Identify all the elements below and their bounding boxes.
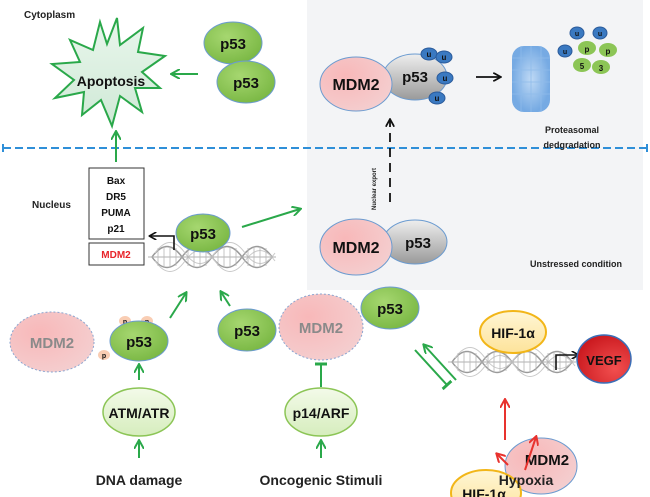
p53-nuclear-gray-label: p53: [405, 235, 431, 252]
ubiquitin-2: [435, 50, 453, 64]
inhibition-p53-to-hif: [414, 349, 453, 391]
mdm2-cytoplasm-label: MDM2: [332, 77, 379, 94]
arrow-p53p-to-dna: [169, 293, 186, 319]
fragment-ubiquitin-2-label: u: [598, 31, 602, 38]
nuclear-mdm2-p53-complex: p53 MDM2: [319, 218, 448, 276]
arrow-hypoxia-to-hif: [497, 454, 509, 466]
nuclear-export-label: Nuclear export: [372, 168, 378, 210]
atm-atr-kinase: [102, 387, 176, 437]
fragment-peptide-2-label: p: [606, 47, 611, 56]
p53-ubiquitinated-label: p53: [402, 69, 428, 86]
dna-damage-branch: MDM2 p p p p53 ATM/ATR DNA damage: [9, 293, 186, 488]
mdm2-hypoxia-label: MDM2: [525, 452, 569, 469]
degradation-fragments: u u u p p 5 3: [557, 26, 617, 74]
phospho-3-label: p: [102, 353, 106, 360]
ubiquitin-4-label: u: [435, 94, 440, 103]
transcription-arrow-hif: [555, 355, 578, 370]
hypoxia-label: Hypoxia: [499, 472, 554, 488]
p53-free-label: p53: [234, 323, 260, 340]
p53-dna-bound: [175, 213, 231, 253]
vegf-node: [576, 334, 632, 384]
target-gene-puma: PUMA: [101, 208, 130, 219]
mdm2-gene-box: MDM2: [88, 242, 145, 266]
ubiquitin-2-label: u: [442, 53, 447, 62]
oncogenic-branch: p53 MDM2 p14/ARF Oncogenic Stimuli: [217, 292, 383, 488]
p53-dimer-bottom: [216, 60, 276, 104]
fragment-peptide-1-label: p: [585, 45, 590, 54]
fragment-peptide-4: [592, 60, 610, 74]
target-genes-box: Bax DR5 PUMA p21: [88, 167, 145, 240]
mdm2-hypoxia: [504, 437, 578, 495]
mdm2-nuclear-label: MDM2: [332, 240, 379, 257]
mdm2-gene-label: MDM2: [101, 250, 131, 261]
atm-atr-label: ATM/ATR: [109, 405, 170, 421]
p53-free: [217, 308, 277, 352]
apoptosis-node: Apoptosis: [49, 17, 168, 130]
fragment-peptide-2: [599, 43, 617, 57]
vegf-label: VEGF: [586, 353, 621, 368]
fragment-peptide-1: [578, 41, 596, 55]
target-gene-dr5: DR5: [106, 192, 126, 203]
proteasome-icon: [512, 46, 550, 112]
ubiquitin-3: [436, 71, 454, 85]
p14-arf-label: p14/ARF: [293, 405, 350, 421]
hif-hypoxia: [450, 469, 522, 497]
cytoplasm-label: Cytoplasm: [24, 10, 75, 21]
p14-arf: [284, 387, 358, 437]
arrow-p53-to-nuclear-complex: [241, 209, 300, 228]
phospho-1-label: p: [123, 319, 127, 326]
fragment-ubiquitin-1: [569, 26, 585, 40]
mdm2-dashed-center: [278, 293, 364, 361]
cytoplasmic-mdm2-p53-complex: p53 MDM2 u u u u: [319, 47, 454, 112]
p53-dimer-bottom-label: p53: [233, 75, 259, 92]
p53-dna-bound-label: p53: [190, 226, 216, 243]
hif-hypoxia-label: HIF-1α: [462, 486, 506, 497]
arrow-p53-free-to-dna: [221, 292, 231, 307]
ubiquitin-4: [428, 91, 446, 105]
apoptosis-label: Apoptosis: [77, 73, 146, 89]
transcription-arrow-p53: [150, 236, 175, 250]
oncogenic-stimuli-label: Oncogenic Stimuli: [260, 472, 383, 488]
unstressed-condition-label: Unstressed condition: [530, 259, 622, 269]
arrow-hypoxia-to-mdm2: [524, 437, 536, 471]
fragment-ubiquitin-3-label: u: [563, 49, 567, 56]
target-gene-p21: p21: [107, 224, 125, 235]
fragment-peptide-3-label: 5: [580, 62, 585, 71]
mdm2-dashed-left: [9, 311, 95, 373]
apoptosis-starburst: [49, 17, 168, 130]
hypoxia-branch: p53 HIF-1α VEGF MDM2 HIF-1α Hypoxia: [360, 286, 632, 497]
p53-hypoxia-label: p53: [377, 301, 403, 318]
target-gene-bax: Bax: [107, 176, 126, 187]
phospho-3: [98, 350, 110, 360]
p53-hypoxia: [360, 286, 420, 330]
proteasomal-caption-line1: Proteasomal: [545, 125, 599, 135]
fragment-ubiquitin-1-label: u: [575, 31, 579, 38]
fragment-peptide-4-label: 3: [599, 64, 604, 73]
ubiquitin-1-label: u: [427, 50, 432, 59]
fragment-ubiquitin-2: [592, 26, 608, 40]
fragment-ubiquitin-3: [557, 44, 573, 58]
fragment-peptide-3: [573, 58, 591, 72]
p53-dimer: p53 p53: [203, 21, 276, 104]
hif-dna-bound-label: HIF-1α: [491, 325, 535, 341]
mdm2-nuclear: [319, 218, 393, 276]
ubiquitin-chain: u u u u: [420, 47, 454, 105]
hif-dna-bound: [479, 310, 547, 354]
p53-phosphorylated-label: p53: [126, 334, 152, 351]
arrow-hif-to-p53: [424, 345, 457, 381]
p53-phosphorylated: [109, 320, 169, 362]
p53-dimer-top-label: p53: [220, 36, 246, 53]
mdm2-dashed-center-label: MDM2: [299, 320, 343, 337]
nucleus-label: Nucleus: [32, 200, 71, 211]
ubiquitin-3-label: u: [443, 74, 448, 83]
mdm2-dashed-left-label: MDM2: [30, 335, 74, 352]
proteasomal-caption-line2: dedgradation: [543, 140, 600, 150]
dna-damage-label: DNA damage: [96, 472, 183, 488]
mdm2-cytoplasm: [319, 56, 393, 112]
